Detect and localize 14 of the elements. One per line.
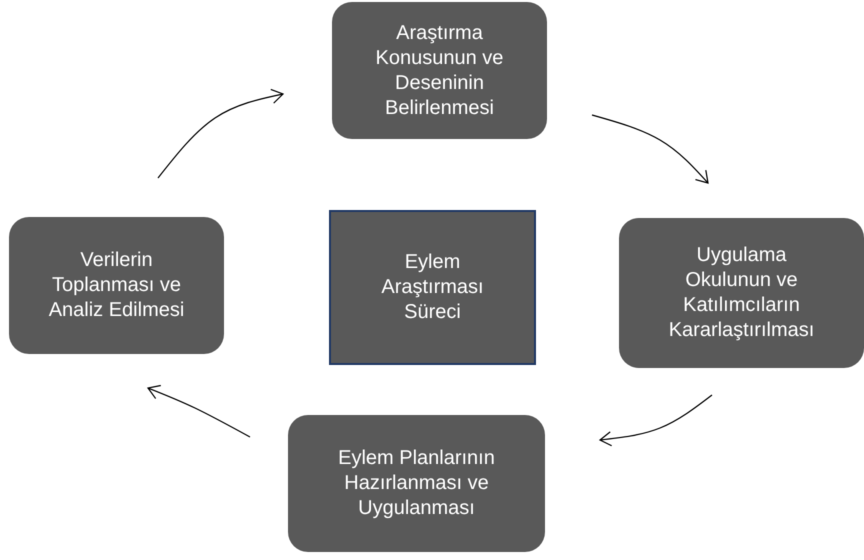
node-label: Uygulama Okulunun ve Katılımcıların Kararlaştırılması: [668, 243, 816, 343]
process-box: [288, 415, 545, 552]
process-box: [619, 218, 864, 368]
node-label: Araştırma Konusunun ve Deseninin Belirlenmesi: [374, 20, 504, 120]
curved-arrow: [158, 88, 284, 178]
node-label: Eylem Planlarının Hazırlanması ve Uygulanması: [337, 446, 496, 521]
center-box: [329, 210, 536, 365]
node-label: Verilerin Toplanması ve Analiz Edilmesi: [48, 248, 186, 323]
process-box: [9, 217, 224, 354]
node-label: Eylem Araştırması Süreci: [380, 250, 485, 325]
curved-arrow: [599, 394, 712, 446]
process-box: [332, 2, 547, 139]
curved-arrow: [147, 384, 250, 438]
curved-arrow: [592, 114, 709, 184]
